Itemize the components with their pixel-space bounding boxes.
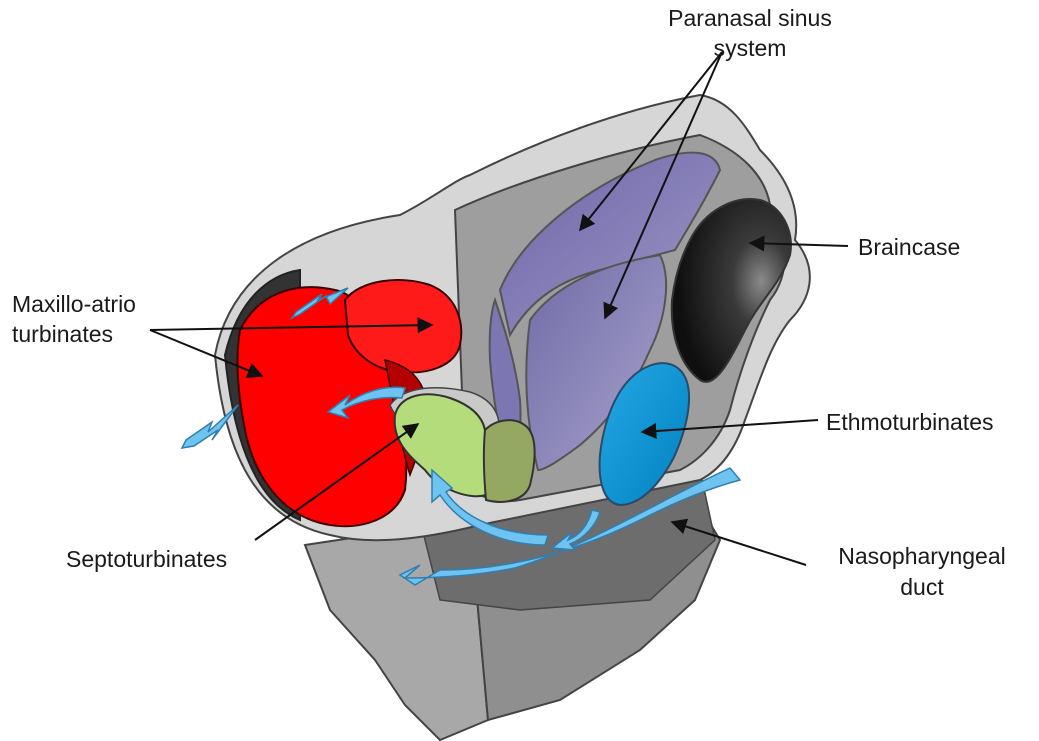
label-maxillo-line2: turbinates: [12, 321, 113, 347]
label-braincase: Braincase: [858, 234, 960, 260]
septo-olive-body: [484, 420, 535, 502]
label-nasopharyngeal-line1: Nasopharyngeal: [838, 543, 1006, 569]
label-paranasal-line1: Paranasal sinus: [668, 5, 832, 31]
label-septoturbinates: Septoturbinates: [66, 546, 227, 572]
label-nasopharyngeal-line2: duct: [900, 574, 944, 600]
label-ethmoturbinates: Ethmoturbinates: [826, 409, 993, 435]
label-maxillo-line1: Maxillo-atrio: [12, 291, 136, 317]
label-paranasal-line2: system: [714, 35, 787, 61]
